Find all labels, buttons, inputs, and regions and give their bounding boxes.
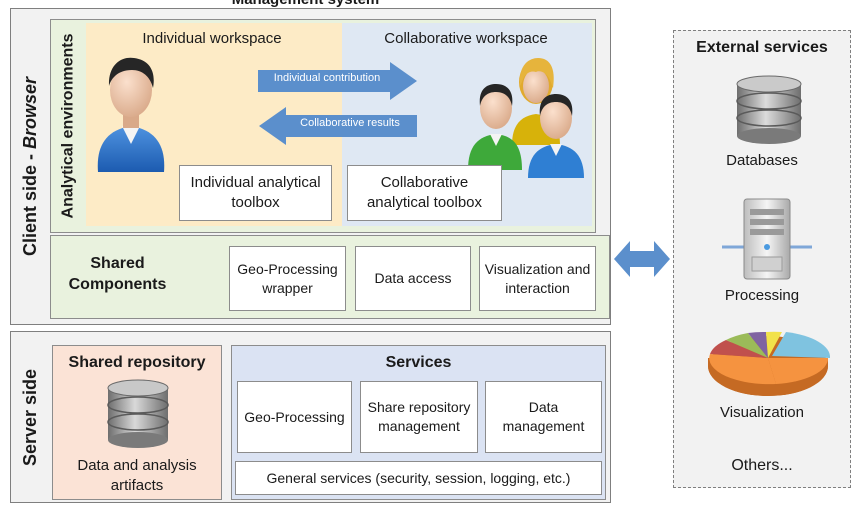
geoprocessing-wrapper-label: Geo-Processing wrapper bbox=[237, 260, 338, 296]
geoprocessing-service-label: Geo-Processing bbox=[244, 408, 345, 425]
general-services-box: General services (security, session, log… bbox=[235, 461, 602, 495]
collaborative-toolbox: Collaborative analytical toolbox bbox=[347, 165, 502, 221]
individual-contribution-arrow bbox=[258, 62, 417, 100]
collaborative-results-arrow bbox=[259, 107, 417, 145]
collaborative-results-label: Collaborative results bbox=[300, 117, 400, 129]
client-side-label-italic: Browser bbox=[20, 76, 41, 150]
server-icon bbox=[722, 198, 812, 280]
visualization-label: Visualization bbox=[720, 404, 804, 421]
data-management-label: Data management bbox=[502, 399, 585, 434]
shared-repository-title: Shared repository bbox=[68, 354, 206, 371]
external-services-title: External services bbox=[696, 39, 828, 56]
individual-toolbox: Individual analytical toolbox bbox=[179, 165, 332, 221]
server-side-label: Server side bbox=[20, 368, 41, 466]
client-side-label-plain: Client side - bbox=[20, 149, 41, 257]
visualization-interaction-label: Visualization and interaction bbox=[484, 260, 591, 296]
repository-database-icon bbox=[107, 379, 169, 448]
geoprocessing-wrapper-box: Geo-Processing wrapper bbox=[229, 246, 346, 311]
services-title: Services bbox=[385, 354, 452, 371]
diagram-title: Management system bbox=[0, 0, 611, 8]
share-repository-management-label: Share repository management bbox=[367, 399, 471, 434]
bidirectional-arrow bbox=[614, 241, 670, 277]
databases-label: Databases bbox=[726, 152, 798, 169]
geoprocessing-service-box: Geo-Processing bbox=[237, 381, 352, 453]
data-access-box: Data access bbox=[355, 246, 471, 311]
database-icon bbox=[736, 75, 802, 144]
repository-caption: Data and analysis artifacts bbox=[77, 457, 197, 495]
client-side-label: Client side - Browser bbox=[10, 8, 52, 325]
analytical-environments-label: Analytical environments bbox=[59, 33, 77, 219]
shared-components-label: Shared Components bbox=[68, 255, 167, 293]
data-management-box: Data management bbox=[485, 381, 602, 453]
general-services-label: General services (security, session, log… bbox=[266, 469, 571, 486]
individual-contribution-label: Individual contribution bbox=[273, 72, 381, 84]
group-users-icon bbox=[468, 58, 584, 178]
collaborative-workspace-title: Collaborative workspace bbox=[384, 30, 548, 47]
individual-toolbox-label: Individual analytical toolbox bbox=[190, 173, 321, 211]
pie-chart-icon bbox=[708, 331, 831, 396]
data-access-label: Data access bbox=[374, 270, 452, 287]
others-label: Others... bbox=[731, 457, 793, 474]
individual-workspace-title: Individual workspace bbox=[142, 30, 282, 47]
visualization-interaction-box: Visualization and interaction bbox=[479, 246, 596, 311]
collaborative-toolbox-label: Collaborative analytical toolbox bbox=[366, 173, 483, 211]
individual-user-icon bbox=[97, 57, 165, 172]
processing-label: Processing bbox=[724, 287, 800, 304]
share-repository-management-box: Share repository management bbox=[360, 381, 478, 453]
